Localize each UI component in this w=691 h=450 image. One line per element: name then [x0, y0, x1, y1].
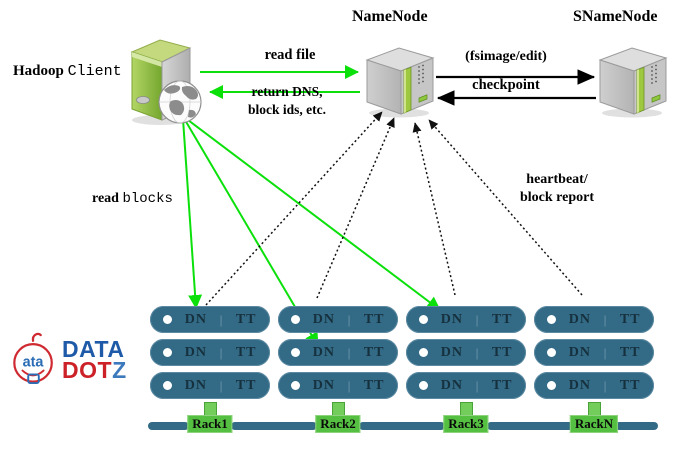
- datanode-pill: DN | TT: [534, 339, 654, 366]
- rack-bus-segment: [148, 422, 189, 430]
- read-blocks-label: read blocks: [92, 191, 173, 207]
- read-blocks-arrow-rack3: [187, 119, 441, 311]
- rack-1: DN | TT DN | TT DN | TT: [150, 306, 270, 405]
- namenode-server-icon: [365, 47, 435, 118]
- datanode-pill: DN | TT: [406, 372, 526, 399]
- node-dot-icon: [419, 381, 428, 390]
- datanode-pill: DN | TT: [534, 306, 654, 333]
- checkpoint-label: checkpoint: [472, 77, 540, 93]
- datadotz-logo: ata DATA DOTZ: [10, 331, 127, 389]
- node-dot-icon: [419, 315, 428, 324]
- node-dot-icon: [547, 348, 556, 357]
- node-dot-icon: [291, 381, 300, 390]
- rack-bus-segment: [231, 422, 317, 430]
- heartbeat-arrow-rack2: [316, 117, 395, 299]
- rack3-label: Rack3: [443, 415, 489, 433]
- rack-3: DN | TT DN | TT DN | TT: [406, 306, 526, 405]
- datanode-pill: DN | TT: [150, 339, 270, 366]
- heartbeat-arrow-rack3: [412, 122, 456, 296]
- datadotz-wordmark: DATA DOTZ: [62, 336, 127, 383]
- snamenode-server-icon: [598, 47, 668, 118]
- datanode-pill: DN | TT: [278, 372, 398, 399]
- datanode-pill: DN | TT: [150, 372, 270, 399]
- datanode-pill: DN | TT: [406, 306, 526, 333]
- client-label-bold: Hadoop: [13, 63, 64, 79]
- return-dns-label: return DNS, block ids, etc.: [247, 84, 326, 117]
- logo-word-dotz: DOTZ: [62, 357, 127, 383]
- hadoop-client-server-icon: [130, 39, 202, 125]
- rack-bus-segment: [615, 422, 658, 430]
- rack-bus-segment: [487, 422, 573, 430]
- namenode-title: NameNode: [352, 8, 428, 25]
- datanode-pill: DN | TT: [534, 372, 654, 399]
- node-dot-icon: [419, 348, 428, 357]
- datanode-pill: DN | TT: [406, 339, 526, 366]
- logo-word-data: DATA: [62, 336, 125, 362]
- client-label: Hadoop Client: [13, 63, 122, 80]
- datadotz-face-icon: ata: [13, 332, 53, 384]
- node-dot-icon: [547, 381, 556, 390]
- node-dot-icon: [291, 315, 300, 324]
- rackn-label: RackN: [569, 415, 619, 433]
- heartbeat-arrow-rackn: [428, 119, 583, 296]
- read-file-label: read file: [264, 47, 316, 63]
- node-dot-icon: [163, 381, 172, 390]
- datanode-pill: DN | TT: [150, 306, 270, 333]
- node-dot-icon: [163, 315, 172, 324]
- svg-text:ata: ata: [23, 355, 45, 371]
- rack-bus-segment: [359, 422, 445, 430]
- datanode-pill: DN | TT: [278, 339, 398, 366]
- rack1-label: Rack1: [187, 415, 233, 433]
- node-dot-icon: [291, 348, 300, 357]
- datanode-pill: DN | TT: [278, 306, 398, 333]
- snamenode-title: SNameNode: [573, 8, 658, 25]
- node-dot-icon: [547, 315, 556, 324]
- fsimage-edit-label: (fsimage/edit): [465, 49, 547, 64]
- node-dot-icon: [163, 348, 172, 357]
- rack2-label: Rack2: [315, 415, 361, 433]
- client-label-mono: Client: [67, 63, 122, 80]
- rack-n: DN | TT DN | TT DN | TT: [534, 306, 654, 405]
- globe-icon: [158, 80, 202, 124]
- heartbeat-label: heartbeat/ block report: [519, 172, 594, 206]
- rack-2: DN | TT DN | TT DN | TT: [278, 306, 398, 405]
- read-blocks-arrow-rack1: [182, 118, 203, 309]
- heartbeat-arrow-rack1: [205, 111, 383, 306]
